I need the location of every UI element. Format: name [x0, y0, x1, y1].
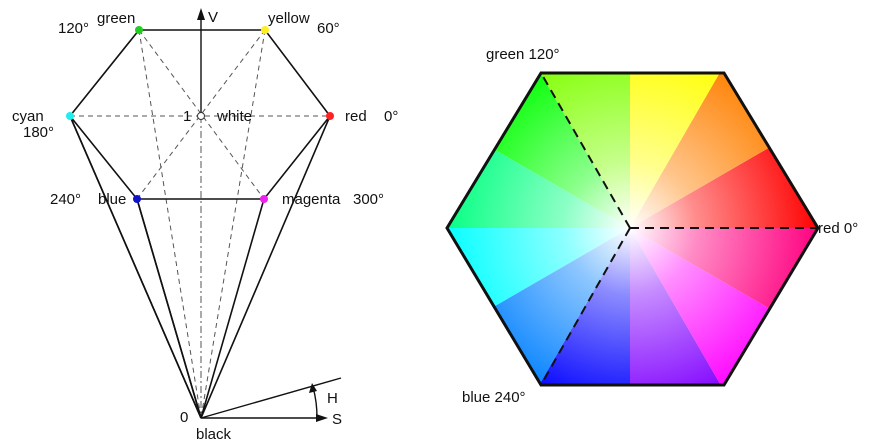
- yellow-angle: 60°: [317, 20, 340, 37]
- red-vertex-dot: [326, 112, 334, 120]
- magenta-angle: 300°: [353, 191, 384, 208]
- cyan-angle: 180°: [23, 124, 54, 141]
- red-angle: 0°: [384, 108, 398, 125]
- white-value-label: 1: [183, 108, 191, 125]
- cone-dashed-lines: [70, 29, 330, 419]
- green-angle: 120°: [58, 20, 89, 37]
- black-label: black: [196, 426, 232, 441]
- cyan-vertex-dot: [66, 112, 74, 120]
- hexagon-blue-label: blue 240°: [462, 389, 526, 406]
- red-label: red: [345, 108, 367, 125]
- cyan-label: cyan: [12, 108, 44, 125]
- green-vertex-dot: [135, 26, 143, 34]
- black-value-label: 0: [180, 409, 188, 426]
- hexagon-dashed-radii: [540, 72, 818, 386]
- hexagon-red-label: red 0°: [818, 220, 858, 237]
- white-label: white: [216, 108, 252, 125]
- h-angle-label: H: [327, 390, 338, 407]
- v-axis-arrowhead: [197, 8, 205, 20]
- h-angle-line: [200, 377, 342, 419]
- white-point: [197, 112, 205, 120]
- hexagon-border: [445, 71, 820, 387]
- s-axis-arrowhead: [316, 414, 328, 422]
- v-axis-label: V: [208, 9, 218, 26]
- cone-edges: [69, 115, 331, 419]
- h-angle-arrowhead: [309, 383, 317, 393]
- magenta-vertex-dot: [260, 195, 268, 203]
- green-label: green: [97, 10, 135, 27]
- color-hexagon: green 120° red 0° blue 240°: [445, 46, 858, 406]
- blue-label: blue: [98, 191, 126, 208]
- blue-vertex-dot: [133, 195, 141, 203]
- hue-fill: [447, 73, 818, 385]
- magenta-label: magenta: [282, 191, 341, 208]
- hexagon-green-label: green 120°: [486, 46, 560, 63]
- blue-angle: 240°: [50, 191, 81, 208]
- yellow-vertex-dot: [261, 26, 269, 34]
- hexcone: V S H 1 white 0 black red 0° yellow 60° …: [12, 8, 398, 441]
- yellow-label: yellow: [268, 10, 310, 27]
- s-axis-label: S: [332, 411, 342, 428]
